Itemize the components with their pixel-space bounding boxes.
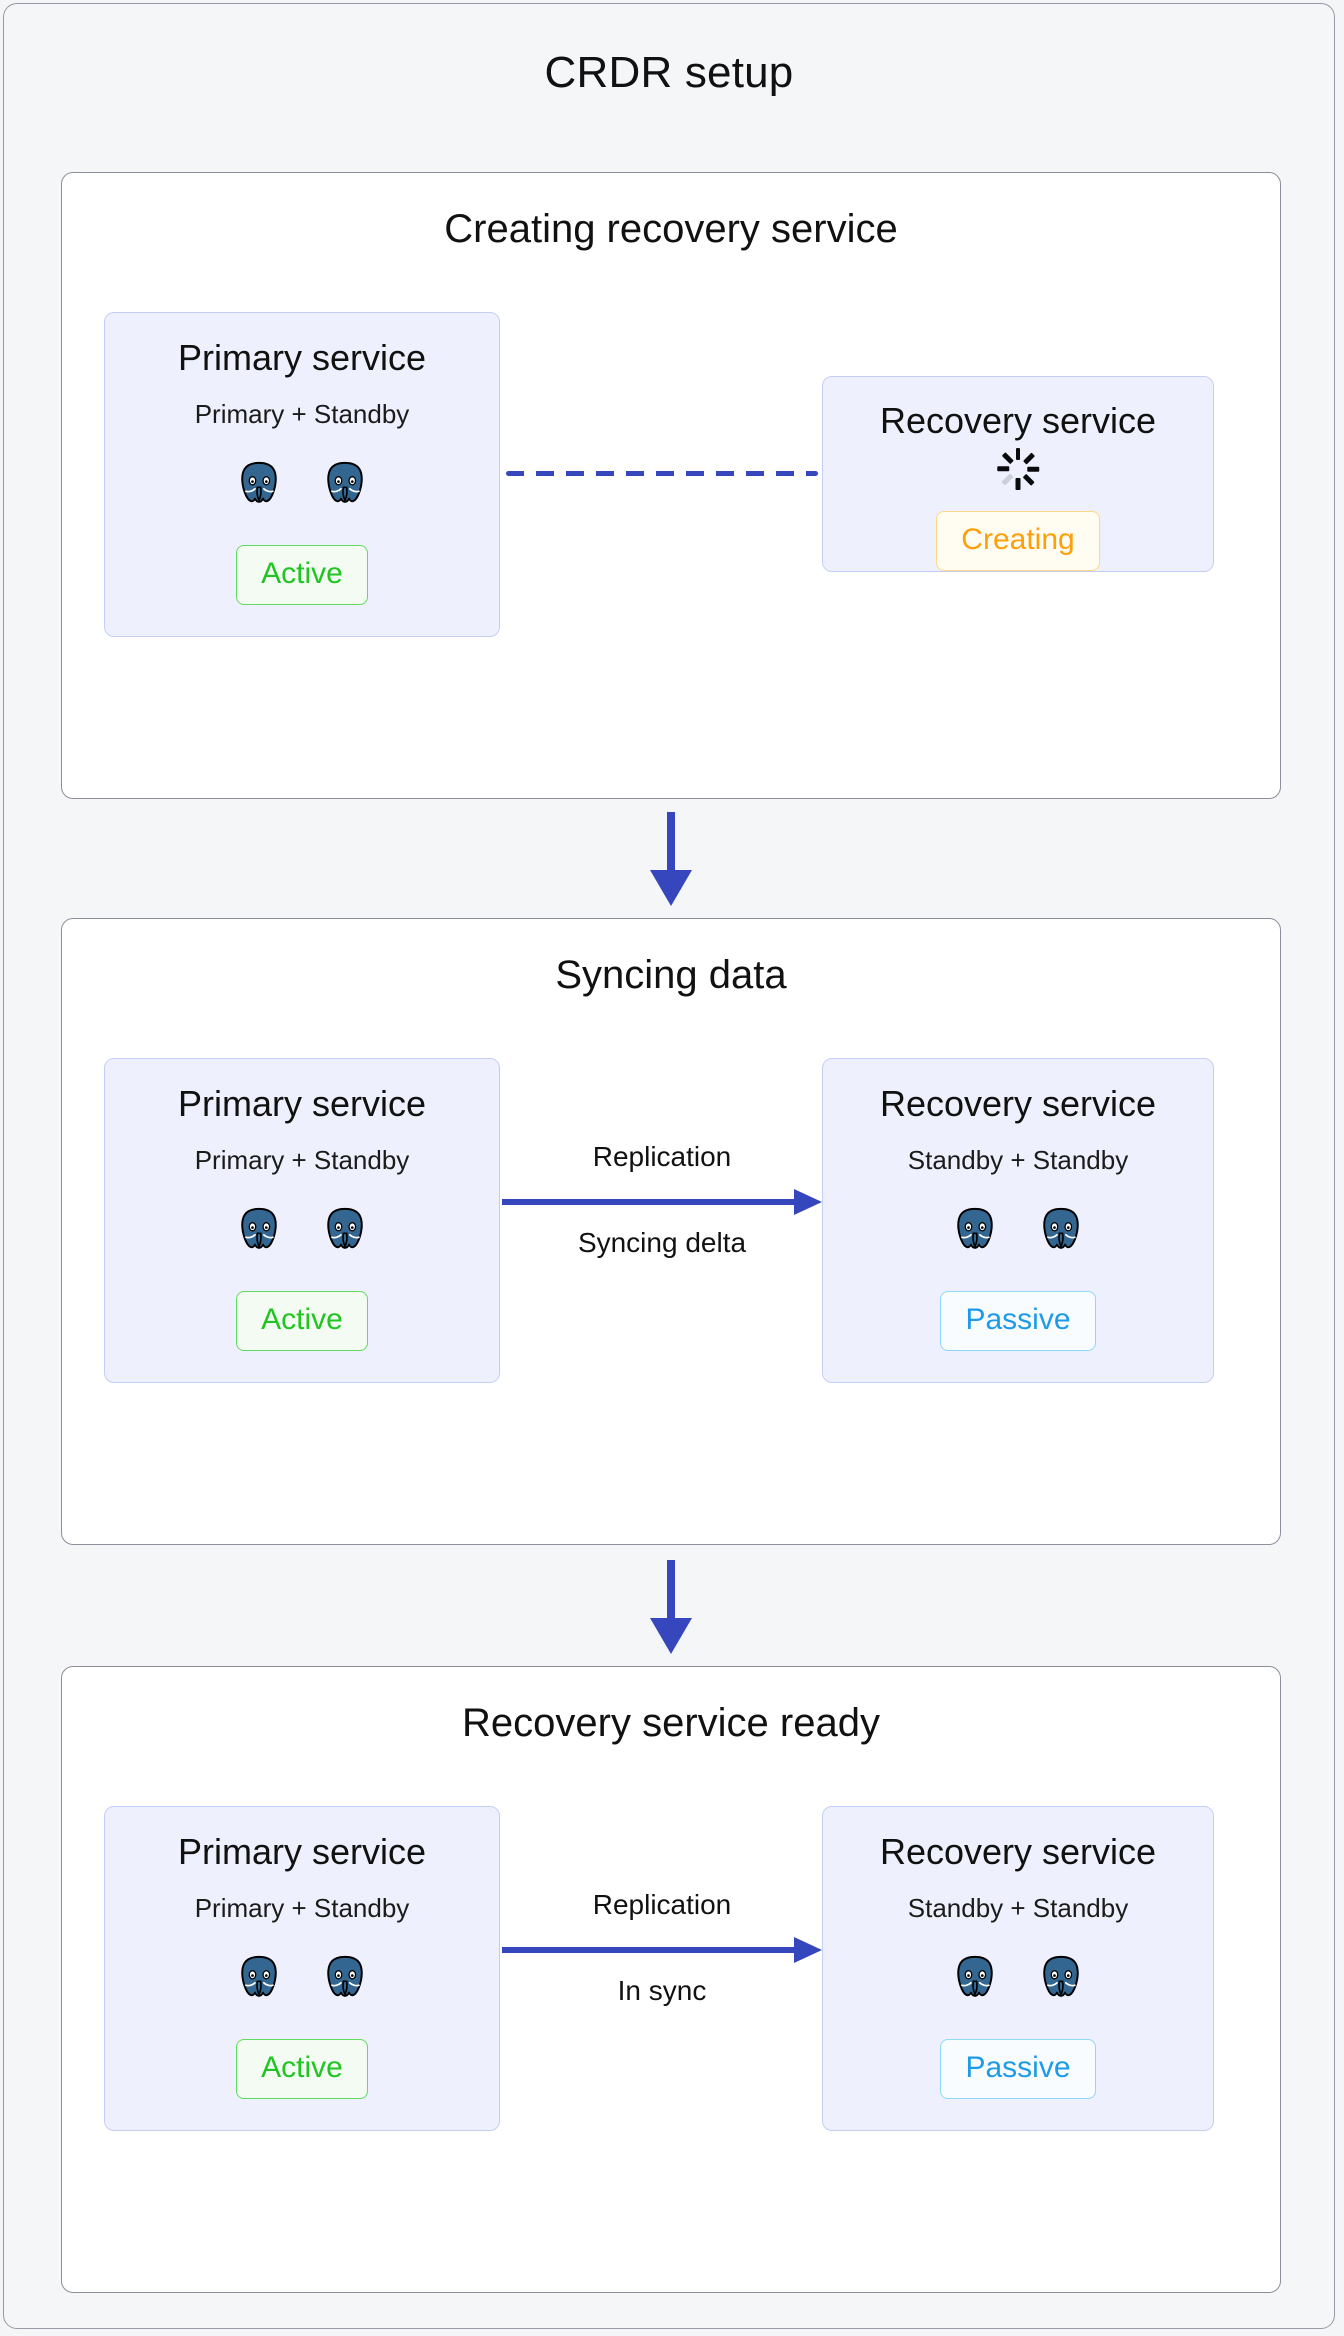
primary-service-title: Primary service	[177, 1831, 427, 1872]
postgresql-elephant-icon	[233, 1204, 285, 1261]
recovery-service-subtitle: Standby + Standby	[907, 1892, 1129, 1923]
recovery-service-title: Recovery service	[879, 1831, 1157, 1872]
primary-service-subtitle: Primary + Standby	[194, 1892, 410, 1923]
primary-service-title: Primary service	[177, 337, 427, 378]
recovery-node-row	[949, 1204, 1087, 1261]
recovery-service-subtitle: Standby + Standby	[907, 1144, 1129, 1175]
stage-title: Recovery service ready	[462, 1701, 880, 1745]
replication-arrow-icon	[502, 1187, 822, 1217]
primary-service-subtitle: Primary + Standby	[194, 1144, 410, 1175]
recovery-service-title: Recovery service	[879, 1083, 1157, 1124]
postgresql-elephant-icon	[1035, 1204, 1087, 1261]
postgresql-elephant-icon	[1035, 1952, 1087, 2009]
stage-title: Creating recovery service	[444, 207, 898, 251]
loading-spinner-icon	[995, 448, 1041, 491]
primary-service-card[interactable]: Primary service Primary + Standby	[104, 312, 500, 637]
recovery-service-card[interactable]: Recovery service Creating	[822, 376, 1214, 572]
status-badge-active: Active	[236, 2038, 368, 2099]
primary-service-subtitle: Primary + Standby	[194, 398, 410, 429]
recovery-node-row	[949, 1952, 1087, 2009]
postgresql-elephant-icon	[233, 458, 285, 515]
primary-service-title: Primary service	[177, 1083, 427, 1124]
replication-arrow-icon	[502, 1935, 822, 1965]
postgresql-elephant-icon	[319, 1204, 371, 1261]
recovery-service-card[interactable]: Recovery service Standby + Standby	[822, 1058, 1214, 1383]
primary-node-row	[233, 1952, 371, 2009]
primary-node-row	[233, 458, 371, 515]
recovery-service-title: Recovery service	[879, 400, 1157, 441]
primary-service-card[interactable]: Primary service Primary + Standby	[104, 1058, 500, 1383]
status-badge-passive: Passive	[940, 1290, 1096, 1351]
flow-arrow-down	[650, 1560, 692, 1655]
replication-connector: Replication In sync	[502, 1889, 822, 2007]
stage-panel-creating-recovery-service: Creating recovery service Primary servic…	[61, 172, 1281, 799]
status-badge-active: Active	[236, 1290, 368, 1351]
replication-label-bottom: In sync	[617, 1975, 707, 2006]
postgresql-elephant-icon	[319, 458, 371, 515]
recovery-service-card[interactable]: Recovery service Standby + Standby	[822, 1806, 1214, 2131]
flow-arrow-down	[650, 812, 692, 907]
dashed-connector	[506, 471, 818, 476]
replication-label-top: Replication	[592, 1889, 732, 1920]
diagram-frame: CRDR setup Creating recovery service Pri…	[3, 3, 1335, 2329]
postgresql-elephant-icon	[949, 1204, 1001, 1261]
status-badge-passive: Passive	[940, 2038, 1096, 2099]
stage-title: Syncing data	[555, 953, 787, 997]
replication-label-bottom: Syncing delta	[577, 1227, 747, 1258]
postgresql-elephant-icon	[233, 1952, 285, 2009]
replication-label-top: Replication	[592, 1141, 732, 1172]
stage-panel-syncing-data: Syncing data Primary service Primary + S…	[61, 918, 1281, 1545]
status-badge-active: Active	[236, 544, 368, 605]
status-badge-creating: Creating	[936, 511, 1100, 571]
postgresql-elephant-icon	[949, 1952, 1001, 2009]
replication-connector: Replication Syncing delta	[502, 1141, 822, 1259]
primary-service-card[interactable]: Primary service Primary + Standby	[104, 1806, 500, 2131]
postgresql-elephant-icon	[319, 1952, 371, 2009]
page-title: CRDR setup	[544, 48, 794, 97]
primary-node-row	[233, 1204, 371, 1261]
stage-panel-recovery-service-ready: Recovery service ready Primary service P…	[61, 1666, 1281, 2293]
